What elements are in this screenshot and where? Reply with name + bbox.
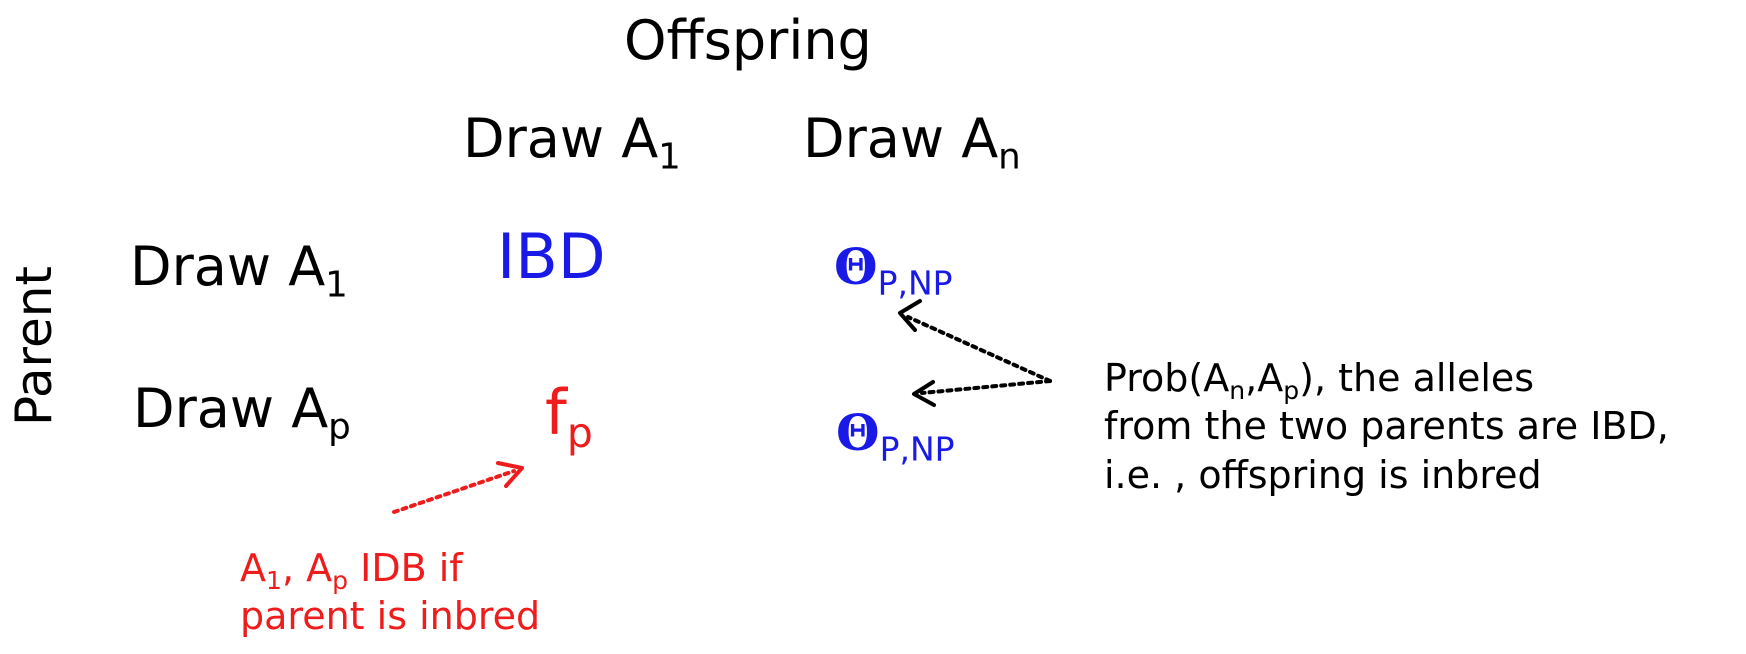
offspring-header: Offspring: [624, 9, 872, 72]
f-subscript: p: [566, 409, 593, 458]
theta-symbol: Θ: [834, 237, 878, 296]
note-offspring-inbred-line3: i.e. , offspring is inbred: [1104, 452, 1542, 497]
cell-ibd: IBD: [497, 220, 606, 293]
note-offspring-inbred-line1: Prob(An,Ap), the alleles: [1104, 356, 1535, 406]
note-offspring-inbred-line2: from the two parents are IBD,: [1104, 404, 1669, 449]
column-header-draw-an: Draw An: [803, 112, 1021, 175]
column-header-draw-an-sub: n: [998, 136, 1021, 178]
theta-symbol: Θ: [836, 403, 880, 462]
parent-axis-label: Parent: [5, 265, 63, 427]
row-header-draw-ap-prefix: Draw A: [133, 377, 329, 440]
cell-theta-row1: ΘP,NP: [834, 242, 953, 300]
column-header-draw-a1: Draw A1: [463, 112, 681, 175]
arrow-to-theta-row1: [898, 299, 1052, 383]
column-header-draw-a1-prefix: Draw A: [463, 107, 659, 170]
note-parent-inbred: A1, Ap IDB if parent is inbred: [240, 544, 540, 641]
arrow-to-theta-row2: [912, 379, 1052, 407]
arrow-to-f-p: [392, 461, 524, 514]
column-header-draw-a1-sub: 1: [658, 136, 681, 178]
note-offspring-inbred: Prob(An,Ap), the alleles from the two pa…: [1104, 354, 1669, 499]
theta-subscript: P,NP: [879, 429, 955, 469]
row-header-draw-ap: Draw Ap: [133, 382, 351, 445]
row-header-draw-ap-sub: p: [328, 406, 351, 448]
f-symbol: f: [545, 376, 567, 449]
cell-theta-row2: ΘP,NP: [836, 408, 955, 466]
note-parent-inbred-line2: parent is inbred: [240, 594, 541, 639]
row-header-draw-a1-sub: 1: [325, 264, 348, 306]
cell-f-p: fp: [545, 382, 593, 454]
row-header-draw-a1-prefix: Draw A: [130, 235, 326, 298]
column-header-draw-an-prefix: Draw A: [803, 107, 999, 170]
note-parent-inbred-line1: A1, Ap IDB if: [240, 546, 463, 596]
theta-subscript: P,NP: [877, 263, 953, 303]
row-header-draw-a1: Draw A1: [130, 240, 348, 303]
